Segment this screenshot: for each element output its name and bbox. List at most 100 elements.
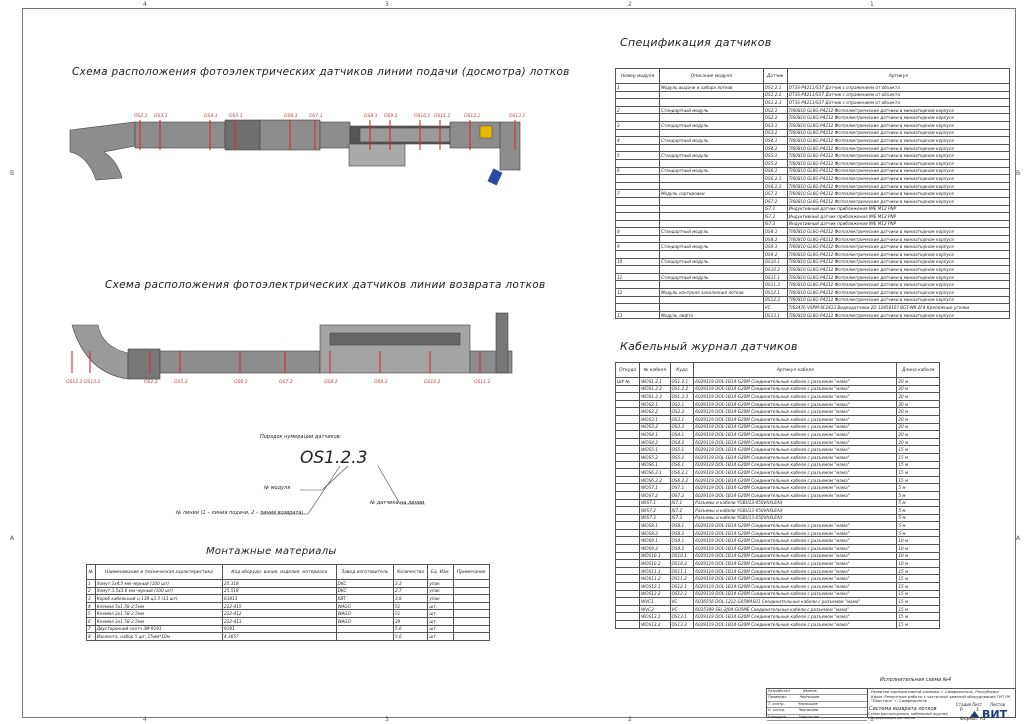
title-block-role-row: Т. контр. Чернышев	[767, 701, 867, 709]
cable-cell: 6029119 DOL-1B14-G20M Соединительные каб…	[693, 384, 898, 394]
cable-cell: 6029119 DOL-1B14-G20M Соединительные каб…	[693, 468, 898, 477]
cable-cell: 15 м	[896, 468, 940, 477]
cable-cell: OS1.2.3	[669, 392, 695, 401]
cable-cell: OS8.2	[669, 528, 695, 538]
material-cell: Клемма 2х1.58-2.5мм	[94, 609, 224, 618]
return-module	[329, 332, 461, 346]
cable-cell: WOS4.2	[639, 437, 671, 447]
spec-cell: TI60810 GL6G-P4212 Фотоэлектрические дат…	[786, 250, 1011, 259]
cable-cell: WVC2	[639, 604, 671, 614]
cable-cell: 6029119 DOL-1B14-G20M Соединительные каб…	[693, 377, 898, 386]
role-name: Чернышев	[798, 714, 819, 719]
cable-cell: IS7.1	[669, 498, 695, 508]
spec-cell: OS11.2	[762, 280, 788, 290]
cable-cell: OS1.2.1	[669, 377, 695, 386]
cable-cell: 6029119 DOL-1B14-G20M Соединительные каб…	[693, 483, 898, 492]
spec-cell	[615, 90, 660, 100]
spec-cell: OS1.2.2	[762, 90, 788, 100]
return-module	[127, 348, 161, 380]
material-cell: Двусторонний скотч 3M 9191	[94, 624, 224, 634]
cable-cell: 5 м	[896, 528, 940, 538]
material-header: Наименование и техническая характеристик…	[94, 564, 224, 580]
cable-cell: WOS2.2	[639, 407, 671, 416]
cable-cell	[614, 498, 641, 508]
material-cell: шт.	[427, 609, 454, 618]
cable-cell: 15 м	[896, 612, 940, 621]
feed-module	[348, 143, 406, 167]
spec-cell: OT3S-P4211/S37 Датчик с отражением от об…	[786, 83, 1011, 92]
drawing-title: Схема расположения, кабельный журнал, сп…	[868, 712, 949, 720]
cable-cell: ШУ №	[614, 377, 641, 386]
spec-cell: VC	[762, 303, 788, 312]
cable-cell: OS6.2.1	[669, 468, 695, 477]
spec-cell: OT3S-P4211/S37 Датчик с отражением от об…	[786, 98, 1011, 107]
spec-cell	[615, 219, 660, 229]
material-cell: KBT	[335, 594, 394, 603]
cable-cell: 10 м	[896, 544, 940, 553]
spec-cell	[658, 295, 764, 305]
feed-curve	[69, 121, 136, 181]
cable-cell	[614, 521, 641, 530]
cable-cell	[614, 536, 641, 546]
spec-cell	[615, 303, 660, 312]
spec-cell	[658, 303, 764, 312]
material-cell	[452, 579, 491, 588]
cable-cell: OS9.1	[669, 536, 695, 546]
spec-cell: TI60810 GL6G-P4212 Фотоэлектрические дат…	[786, 265, 1011, 274]
cable-cell: Разъемы и кабели YGBU13-050VAXLEAX	[693, 498, 898, 508]
spec-cell: TI60810 GL6G-P4212 Фотоэлектрические дат…	[786, 288, 1011, 297]
spec-cell: 13	[615, 310, 660, 320]
cable-cell	[614, 612, 641, 621]
zone-mark-top: 1	[870, 1, 874, 8]
cable-cell: OS6.1	[669, 460, 695, 470]
sensor-label: OS10.1	[414, 113, 431, 119]
spec-cell: 10	[615, 257, 660, 267]
cable-cell: 15 м	[896, 620, 940, 629]
cable-cell: WOS6.2.1	[639, 468, 671, 477]
material-header: Примечание	[452, 564, 491, 580]
cable-cell	[614, 460, 641, 470]
title-block-role-row: Разработал Иванов	[767, 689, 867, 696]
cable-cell: 20 м	[896, 430, 940, 439]
cable-cell: OS13.2	[669, 620, 695, 629]
spec-cell: IS7.1	[762, 204, 788, 214]
cable-cell	[614, 445, 641, 454]
spec-cell: Индуктивный датчик приближения IME M12 P…	[786, 219, 1011, 229]
sheet-label: Лист	[972, 702, 983, 707]
spec-cell: TI60810 GL6G-P4212 Фотоэлектрические дат…	[786, 242, 1011, 252]
material-cell	[452, 594, 491, 603]
cable-cell: OS3.1	[669, 414, 695, 424]
cable-cell: OS8.1	[669, 521, 695, 530]
sensor-label: OS13.2	[84, 379, 101, 385]
feed-module	[319, 121, 351, 149]
cable-cell: VC	[669, 604, 695, 614]
spec-cell	[615, 174, 660, 183]
material-cell: 6	[86, 616, 96, 626]
spec-cell: TI60810 GL6G-P4212 Фотоэлектрические дат…	[786, 174, 1011, 183]
spec-cell	[658, 219, 764, 229]
spec-cell: OS1.2.1	[762, 83, 788, 92]
zone-mark-left: A	[10, 535, 15, 542]
spec-cell	[658, 174, 764, 183]
feed-module	[359, 127, 451, 143]
role-name: Чернышев	[796, 701, 818, 706]
cable-header: Длина кабеля	[896, 362, 940, 378]
spec-cell: OS11.1	[762, 272, 788, 282]
cable-cell: WOS3.2	[639, 422, 671, 432]
spec-cell	[615, 128, 660, 138]
material-cell: 5.6	[392, 632, 429, 641]
spec-cell: TI60810 GL6G-P4212 Фотоэлектрические дат…	[786, 136, 1011, 145]
